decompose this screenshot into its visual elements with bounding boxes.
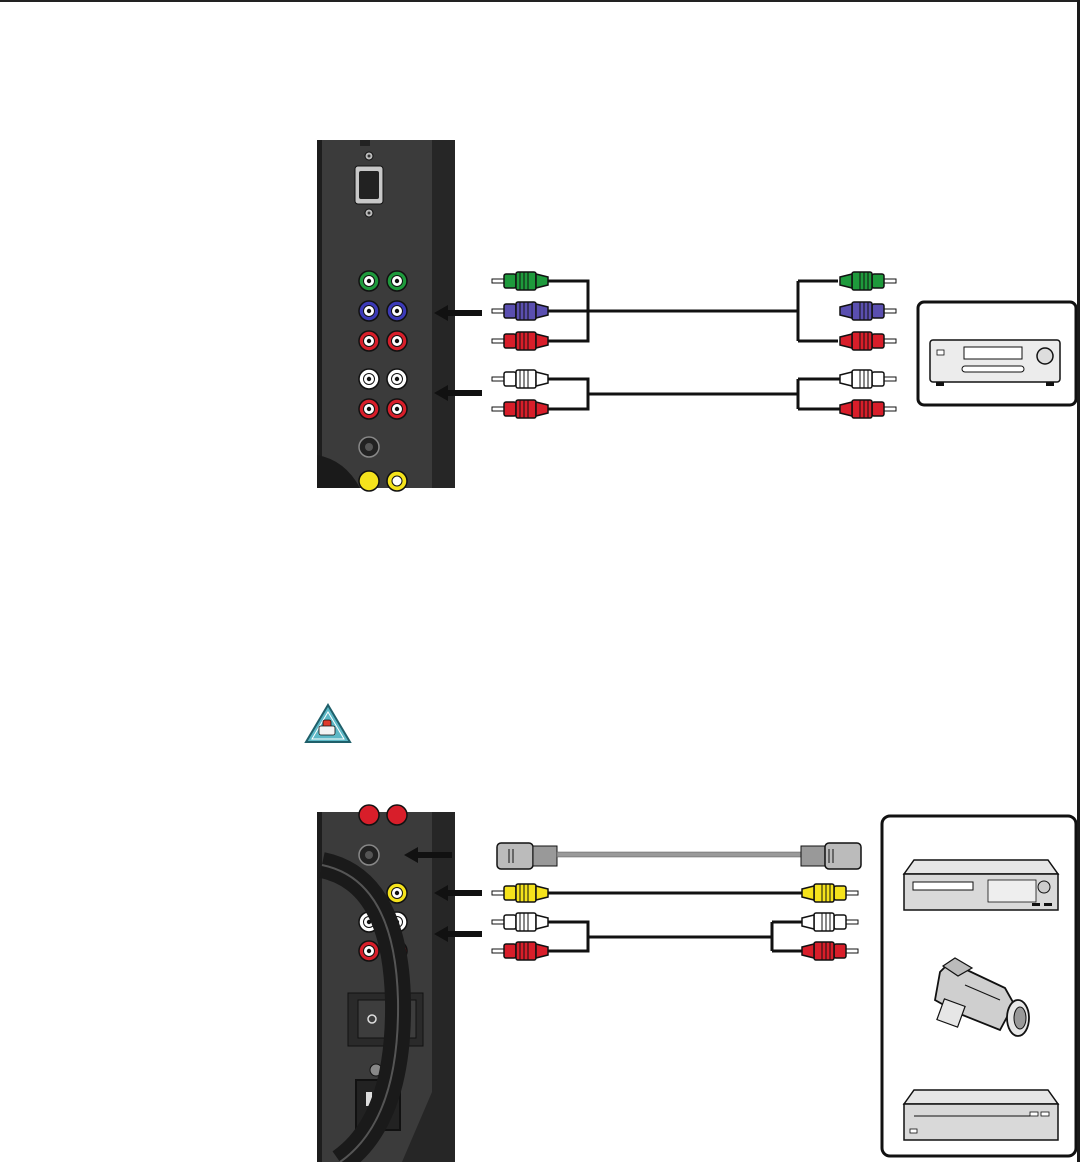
audio-cable-bottom xyxy=(492,913,858,960)
s-video-cable xyxy=(497,843,861,869)
audio-cable-top xyxy=(492,370,896,418)
tv-rear-panel-top xyxy=(317,140,455,491)
jack-white-1 xyxy=(359,369,379,389)
jack-white-2 xyxy=(387,369,407,389)
page-margin-tab xyxy=(1065,0,1080,1162)
jack-red-1 xyxy=(359,331,379,351)
jack-red-4 xyxy=(387,399,407,419)
top-figure xyxy=(317,140,1076,491)
dvd-player-icon xyxy=(904,1090,1058,1140)
jack-blue-1 xyxy=(359,301,379,321)
jack-blue-2 xyxy=(387,301,407,321)
jack-green-2 xyxy=(387,271,407,291)
component-cable xyxy=(492,272,896,350)
bottom-figure xyxy=(317,805,1076,1162)
vcr-icon xyxy=(904,860,1058,910)
tv-rear-panel-bottom xyxy=(317,805,455,1162)
note-hand-icon xyxy=(306,705,350,742)
composite-cable xyxy=(492,884,858,902)
jack-red-2 xyxy=(387,331,407,351)
jack-red-3 xyxy=(359,399,379,419)
av-receiver-icon xyxy=(918,302,1076,405)
jack-green-1 xyxy=(359,271,379,291)
